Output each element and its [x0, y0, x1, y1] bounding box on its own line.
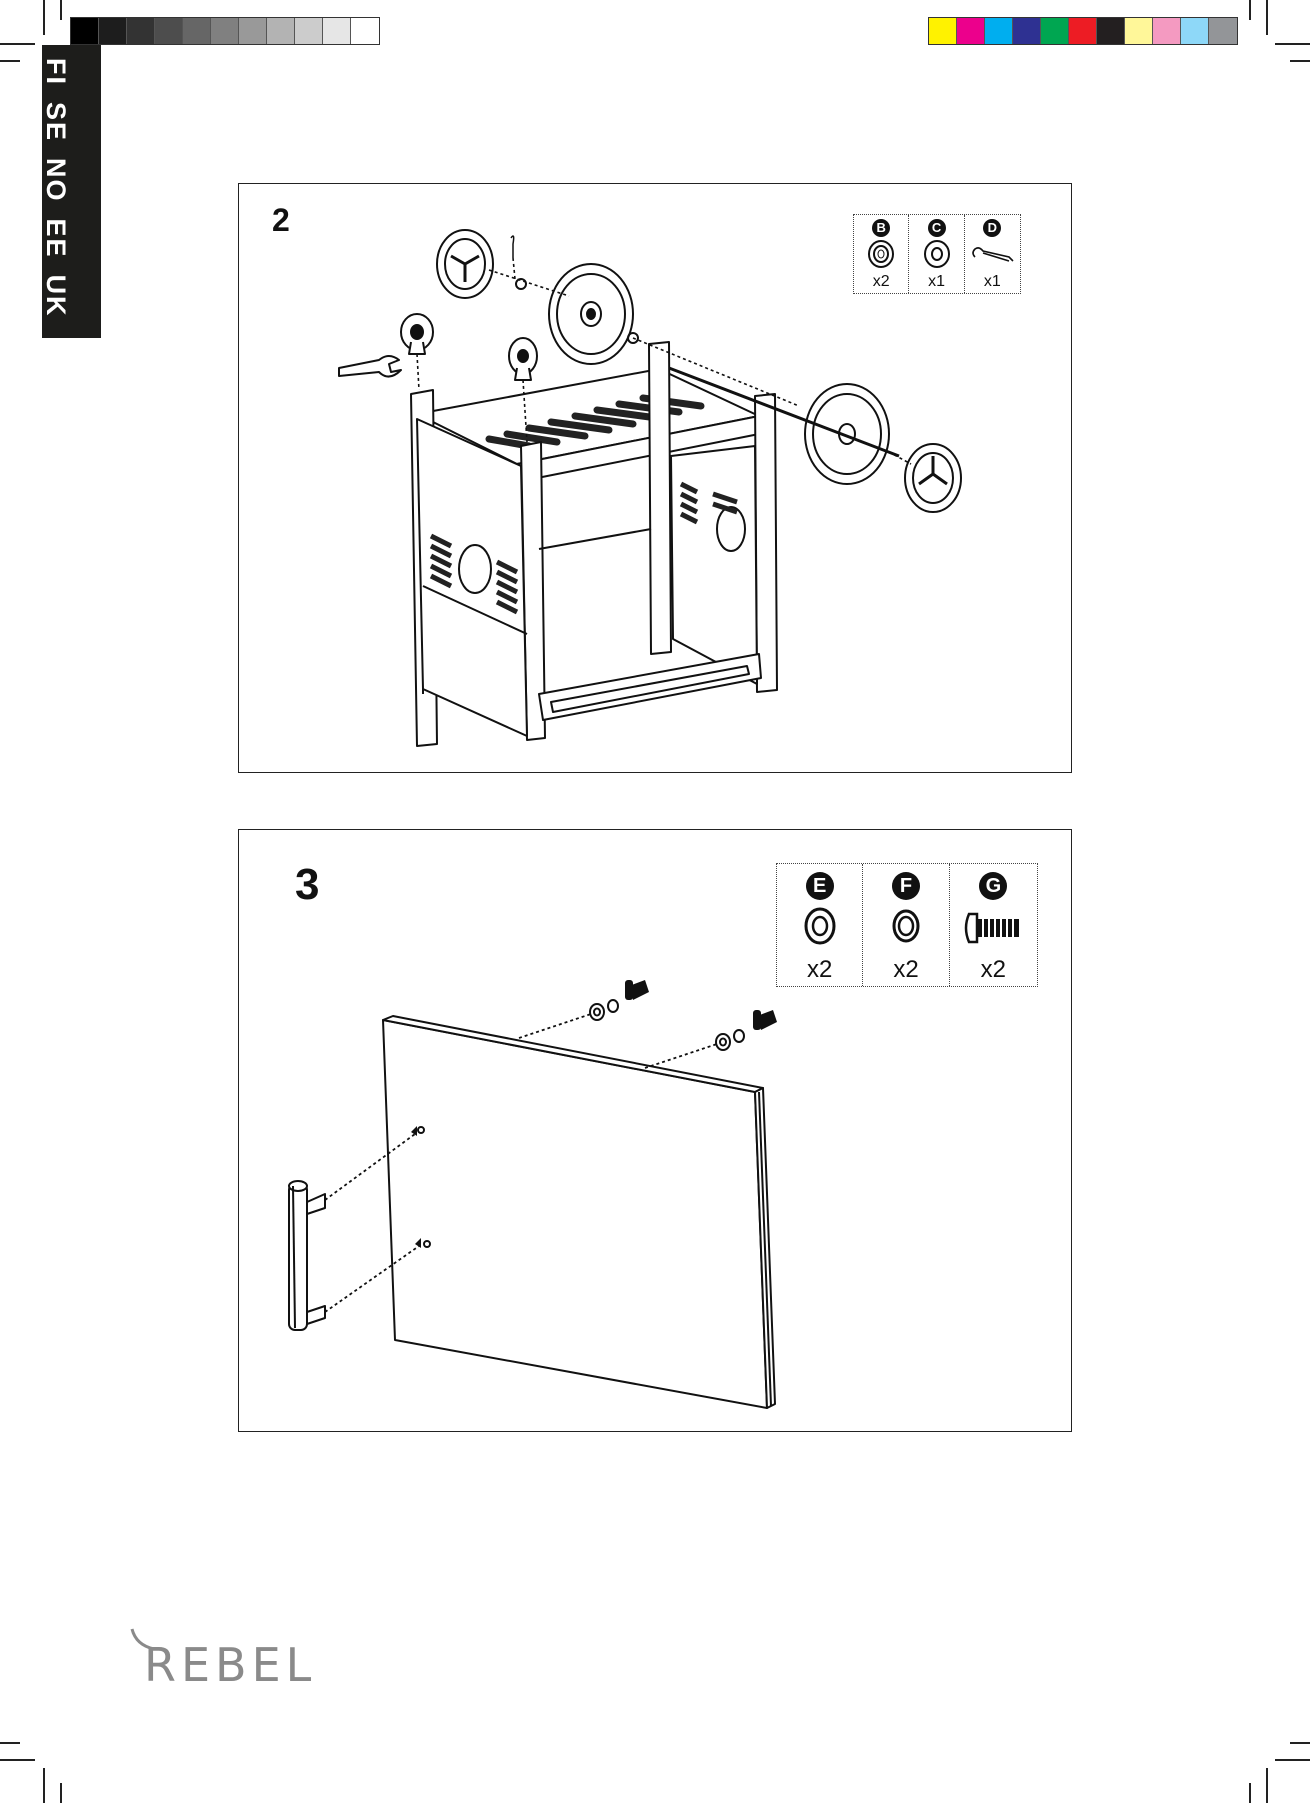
- crop-mark: [1290, 1742, 1310, 1744]
- color-swatch: [1013, 18, 1041, 44]
- lang-code-ee: EE: [41, 219, 71, 259]
- crop-mark: [0, 60, 20, 62]
- color-calibration-bar: [928, 17, 1238, 45]
- lang-code-se: SE: [41, 102, 71, 142]
- gray-swatch: [99, 18, 127, 44]
- color-swatch: [1153, 18, 1181, 44]
- crop-mark: [1249, 1783, 1251, 1803]
- color-swatch: [929, 18, 957, 44]
- color-swatch: [1041, 18, 1069, 44]
- crop-mark: [0, 1759, 35, 1761]
- gray-swatch: [127, 18, 155, 44]
- color-swatch: [1069, 18, 1097, 44]
- crop-mark: [1290, 60, 1310, 62]
- door-handle-assembly-illustration: [239, 830, 1073, 1433]
- gray-swatch: [323, 18, 351, 44]
- brand-logo: REBEL: [144, 1638, 316, 1692]
- gray-swatch: [295, 18, 323, 44]
- crop-mark: [1249, 0, 1251, 20]
- gray-swatch: [267, 18, 295, 44]
- color-swatch: [1097, 18, 1125, 44]
- gray-swatch: [239, 18, 267, 44]
- lang-code-uk: UK: [41, 275, 71, 318]
- crop-mark: [0, 43, 35, 45]
- crop-mark: [1266, 1768, 1268, 1803]
- lang-code-no: NO: [41, 158, 71, 203]
- step-3-panel: 3 E x2 F x2 G x2: [238, 829, 1072, 1432]
- crop-mark: [1266, 0, 1268, 35]
- language-codes: FI SE NO EE UK: [40, 58, 71, 334]
- gray-swatch: [351, 18, 379, 44]
- crop-mark: [43, 0, 45, 35]
- color-swatch: [1125, 18, 1153, 44]
- gray-swatch: [183, 18, 211, 44]
- step-2-panel: 2 B x2 C x1 D x1: [238, 183, 1072, 773]
- gray-swatch: [211, 18, 239, 44]
- color-swatch: [957, 18, 985, 44]
- crop-mark: [1275, 1759, 1310, 1761]
- crop-mark: [60, 1783, 62, 1803]
- crop-mark: [43, 1768, 45, 1803]
- gray-swatch: [155, 18, 183, 44]
- grayscale-calibration-bar: [70, 17, 380, 45]
- gray-swatch: [71, 18, 99, 44]
- crop-mark: [60, 0, 62, 20]
- crop-mark: [0, 1742, 20, 1744]
- crop-mark: [1275, 43, 1310, 45]
- grill-cart-wheel-assembly-illustration: [239, 184, 1073, 774]
- color-swatch: [985, 18, 1013, 44]
- lang-code-fi: FI: [41, 58, 71, 86]
- color-swatch: [1209, 18, 1237, 44]
- color-swatch: [1181, 18, 1209, 44]
